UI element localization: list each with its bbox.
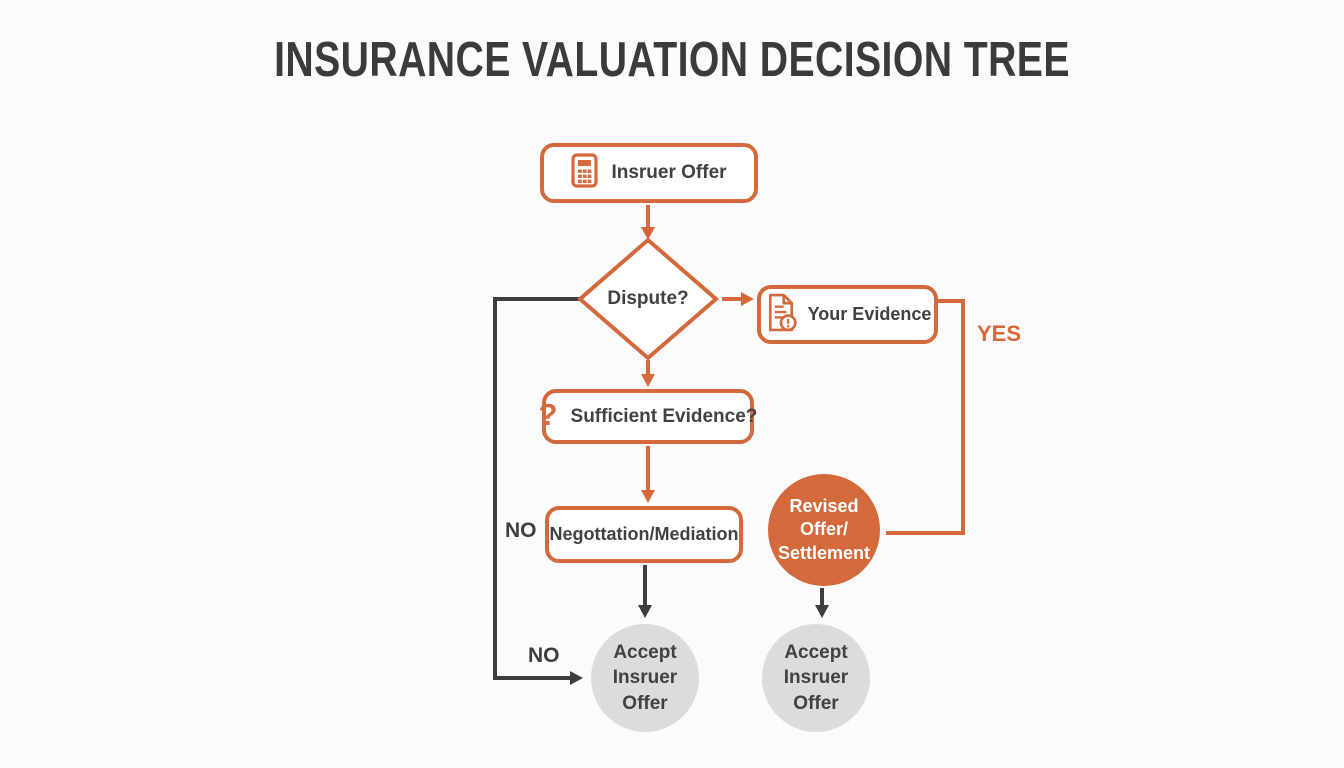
connector-no-dispute-to-accept — [493, 297, 583, 685]
node-negotiation-mediation: Negottation/Mediation — [545, 506, 743, 563]
node-accept-insurer-offer-left: Accept Insruer Offer — [591, 624, 699, 732]
edge-label-yes: YES — [977, 321, 1022, 346]
edge-label-no-upper: NO — [505, 519, 537, 542]
calculator-icon — [571, 152, 599, 194]
node-label: Negottation/Mediation — [549, 524, 739, 544]
connector-yes-evidence-to-revised — [886, 299, 965, 535]
node-accept-insurer-offer-right: Accept Insruer Offer — [762, 624, 870, 732]
question-mark-icon: ? — [538, 397, 558, 432]
dispute-diamond — [576, 237, 720, 361]
node-label: Insruer Offer — [611, 162, 727, 183]
page-title: INSURANCE VALUATION DECISION TREE — [274, 33, 1070, 87]
node-label: Sufficient Evidence? — [570, 405, 758, 427]
node-revised-offer-settlement: Revised Offer/ Settlement — [768, 474, 880, 586]
node-insurer-offer: Insruer Offer — [540, 143, 758, 203]
document-alert-icon — [764, 292, 798, 338]
node-dispute-label: Dispute? — [607, 288, 689, 309]
edge-label-no-lower: NO — [528, 644, 560, 667]
node-your-evidence: Your Evidence — [757, 285, 938, 344]
node-label: Your Evidence — [807, 304, 932, 324]
node-sufficient-evidence: ? Sufficient Evidence? — [538, 389, 757, 444]
